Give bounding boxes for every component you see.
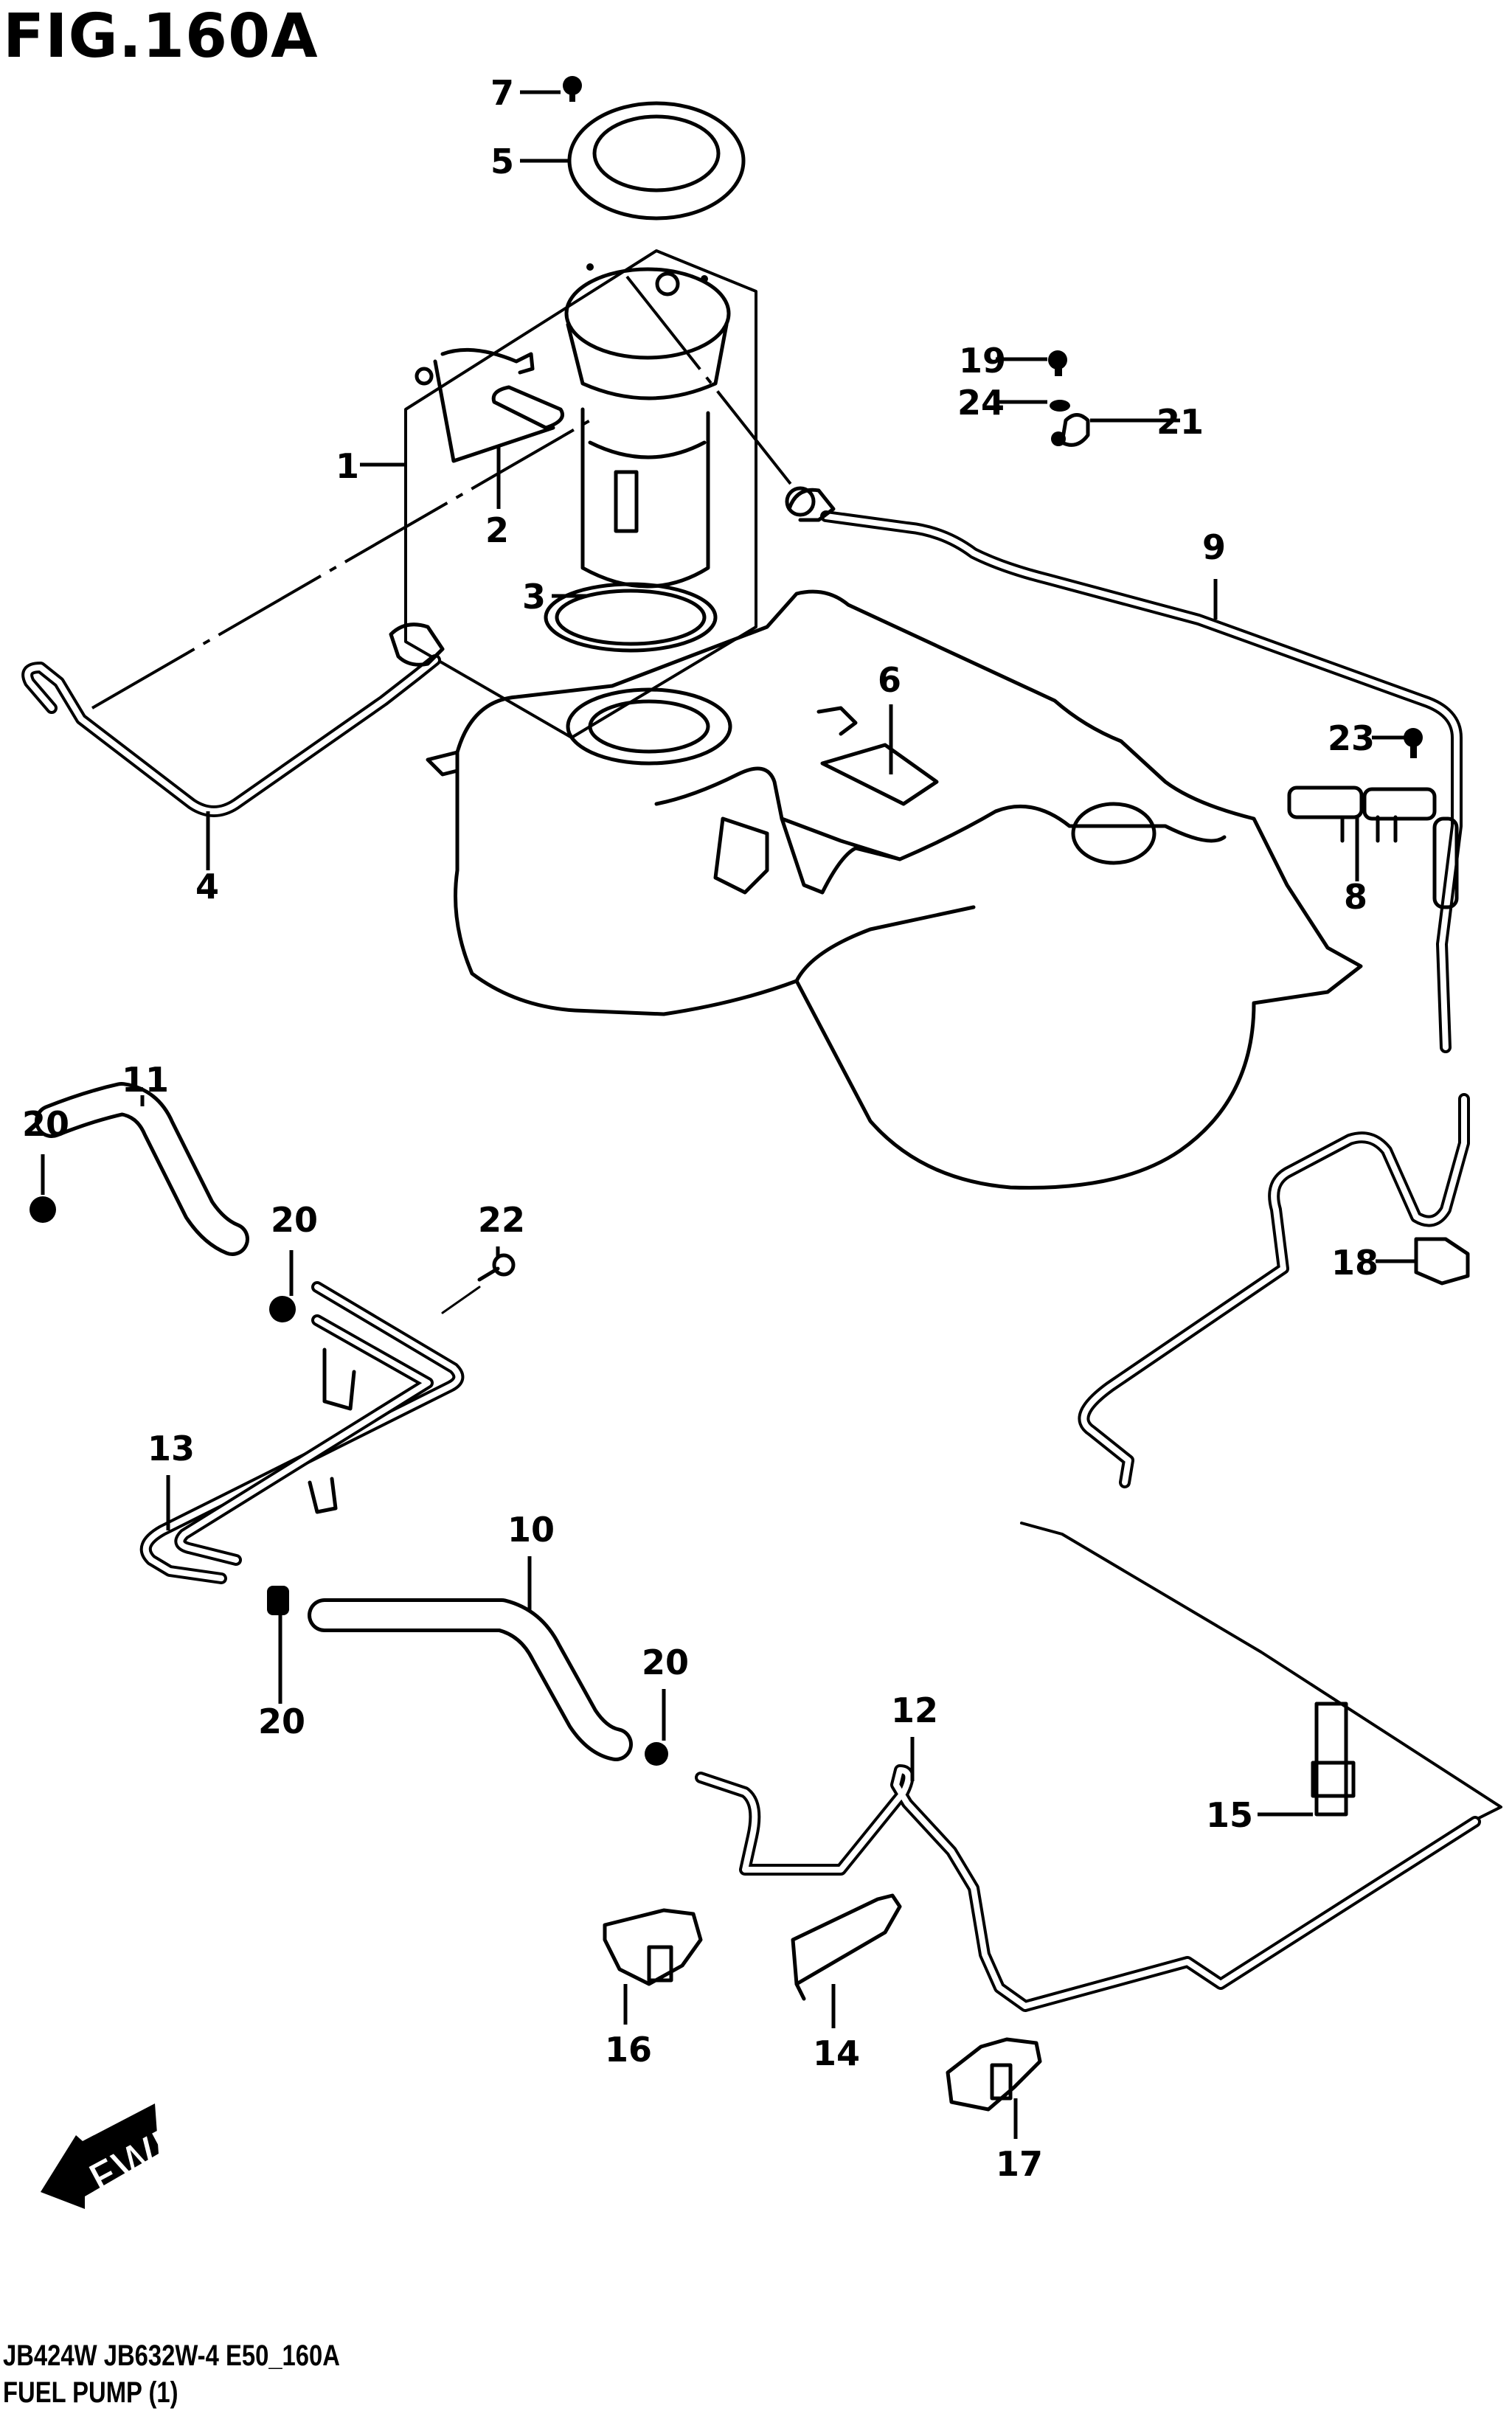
callout-5: 5 (490, 142, 514, 181)
callout-9: 9 (1202, 527, 1226, 567)
callout-20: 20 (22, 1104, 69, 1144)
fuel-tank-icon (426, 589, 1363, 1190)
clip-21-icon (1051, 413, 1090, 447)
fuel-level-sender-2-icon (415, 347, 564, 463)
callout-2: 2 (485, 510, 509, 550)
callout-20: 20 (258, 1702, 305, 1741)
callout-6: 6 (878, 660, 901, 700)
hose-10-icon (308, 1598, 633, 1761)
bolt-23-icon (1404, 728, 1423, 758)
clamp-20-icon (645, 1742, 668, 1766)
forward-direction-arrow-icon: FWD (41, 2103, 200, 2209)
clip-16-icon (603, 1908, 703, 1986)
bolt-19-icon (1048, 350, 1067, 376)
callout-7: 7 (490, 73, 514, 113)
gasket-3-icon (544, 582, 718, 653)
callout-20: 20 (642, 1643, 689, 1682)
figure-caption: FUEL PUMP (1) (3, 2376, 178, 2409)
callout-20: 20 (271, 1200, 318, 1240)
screw-7-icon (563, 76, 582, 102)
callout-21: 21 (1156, 402, 1204, 442)
bracket-8-icon (1287, 785, 1437, 843)
callout-8: 8 (1344, 877, 1367, 917)
washer-24-icon (1050, 400, 1070, 412)
figure-title: FIG.160A (3, 1, 319, 72)
tank-opening-ring-icon (566, 687, 732, 766)
clamp-20-icon (269, 1296, 296, 1322)
callout-18: 18 (1331, 1243, 1379, 1283)
callout-10: 10 (507, 1510, 555, 1550)
guide-line-harness (91, 419, 592, 710)
callout-22: 22 (478, 1200, 525, 1240)
clip-14-icon (791, 1893, 902, 2001)
hose-11-icon (35, 1082, 249, 1256)
clip-15-icon (1311, 1702, 1356, 1817)
callout-3: 3 (522, 577, 546, 617)
feed-pipe-9-icon (785, 486, 1463, 1053)
callout-15: 15 (1206, 1795, 1253, 1835)
callout-17: 17 (996, 2144, 1043, 2184)
wire-harness-4-icon (21, 622, 445, 817)
pipe-bundle-13-icon (139, 1281, 465, 1584)
clip-18-icon (1414, 1237, 1470, 1286)
callout-13: 13 (148, 1429, 195, 1468)
callout-16: 16 (605, 2030, 652, 2070)
callout-1: 1 (336, 446, 359, 486)
section-boundary-line (1020, 1522, 1502, 1823)
fuel-pipe-lower-right-icon (1078, 1093, 1470, 1488)
guide-line-connector (625, 275, 794, 488)
fuel-pump-module-icon (564, 263, 731, 589)
callout-24: 24 (957, 383, 1005, 423)
tank-opening-inner (588, 699, 710, 754)
clip-17-icon (946, 2037, 1042, 2112)
clamp-20-icon (267, 1586, 289, 1615)
callout-12: 12 (891, 1690, 938, 1730)
filter-6-icon (816, 706, 939, 806)
callout-4: 4 (195, 867, 219, 906)
model-code-label: JB424W JB632W-4 E50_160A (3, 2340, 340, 2372)
callout-19: 19 (959, 341, 1006, 381)
callout-14: 14 (813, 2033, 860, 2073)
retainer-ring-5-icon (567, 101, 746, 221)
callout-11: 11 (122, 1060, 169, 1100)
callout-23: 23 (1328, 718, 1375, 758)
leader-lines (41, 90, 1416, 2139)
bolt-22-icon (441, 1253, 516, 1314)
clamp-20-icon (30, 1196, 56, 1223)
fuel-pipe-12-icon (695, 1764, 1481, 2012)
